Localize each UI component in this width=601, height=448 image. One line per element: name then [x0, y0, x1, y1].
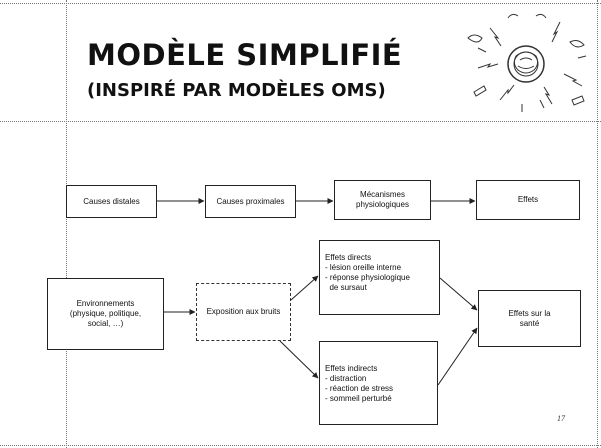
box-effects: Effets	[476, 180, 580, 220]
box-health-effects-line-2: santé	[519, 318, 540, 328]
frame-bottom-line	[0, 445, 601, 446]
box-environment-line-1: Environnements	[76, 299, 135, 308]
box-distal-causes: Causes distales	[66, 185, 157, 218]
box-health-effects-line-1: Effets sur la	[508, 308, 551, 318]
slide-title: MODÈLE SIMPLIFIÉ	[87, 38, 403, 72]
arrow-exposure-to-indirect	[279, 340, 319, 379]
box-health-effects: Effets sur la santé	[478, 290, 581, 347]
slide-subtitle: (INSPIRÉ PAR MODÈLES OMS)	[87, 80, 386, 101]
box-direct-effects-line-1: Effets directs	[325, 253, 372, 262]
box-noise-exposure: Exposition aux bruits	[196, 283, 291, 341]
box-indirect-effects-line-2: - distraction	[325, 374, 367, 383]
box-effects-label: Effets	[517, 195, 539, 204]
box-direct-effects: Effets directs - lésion oreille interne …	[319, 240, 440, 315]
box-proximal-causes: Causes proximales	[205, 185, 296, 218]
page-number: 17	[557, 414, 565, 423]
box-noise-exposure-label: Exposition aux bruits	[206, 307, 281, 316]
frame-right-line	[597, 0, 598, 448]
box-indirect-effects-line-1: Effets indirects	[325, 364, 378, 373]
box-mechanisms-line-1: Mécanismes	[360, 190, 405, 199]
box-direct-effects-line-3: - réponse physiologique	[325, 273, 410, 282]
box-environment-line-3: social, …)	[87, 319, 124, 328]
box-indirect-effects-line-3: - réaction de stress	[325, 384, 394, 393]
box-environment: Environnements (physique, politique, soc…	[47, 278, 164, 350]
arrow-exposure-to-direct	[290, 275, 319, 301]
box-environment-line-2: (physique, politique,	[69, 309, 142, 318]
title-divider-line	[0, 121, 601, 122]
box-direct-effects-line-2: - lésion oreille interne	[325, 263, 402, 272]
arrow-direct-to-health	[439, 277, 478, 311]
box-indirect-effects: Effets indirects - distraction - réactio…	[319, 341, 438, 425]
box-indirect-effects-line-4: - sommeil perturbé	[325, 394, 392, 403]
frame-left-line	[66, 0, 67, 448]
box-direct-effects-line-4: de sursaut	[325, 283, 367, 292]
box-mechanisms-line-2: physiologiques	[356, 200, 409, 209]
box-distal-causes-label: Causes distales	[83, 196, 140, 206]
arrow-indirect-to-health	[437, 327, 478, 386]
frame-top-line	[0, 3, 601, 4]
box-proximal-causes-label: Causes proximales	[216, 196, 285, 206]
noise-illustration-icon	[467, 13, 587, 112]
box-mechanisms: Mécanismes physiologiques	[334, 180, 431, 220]
